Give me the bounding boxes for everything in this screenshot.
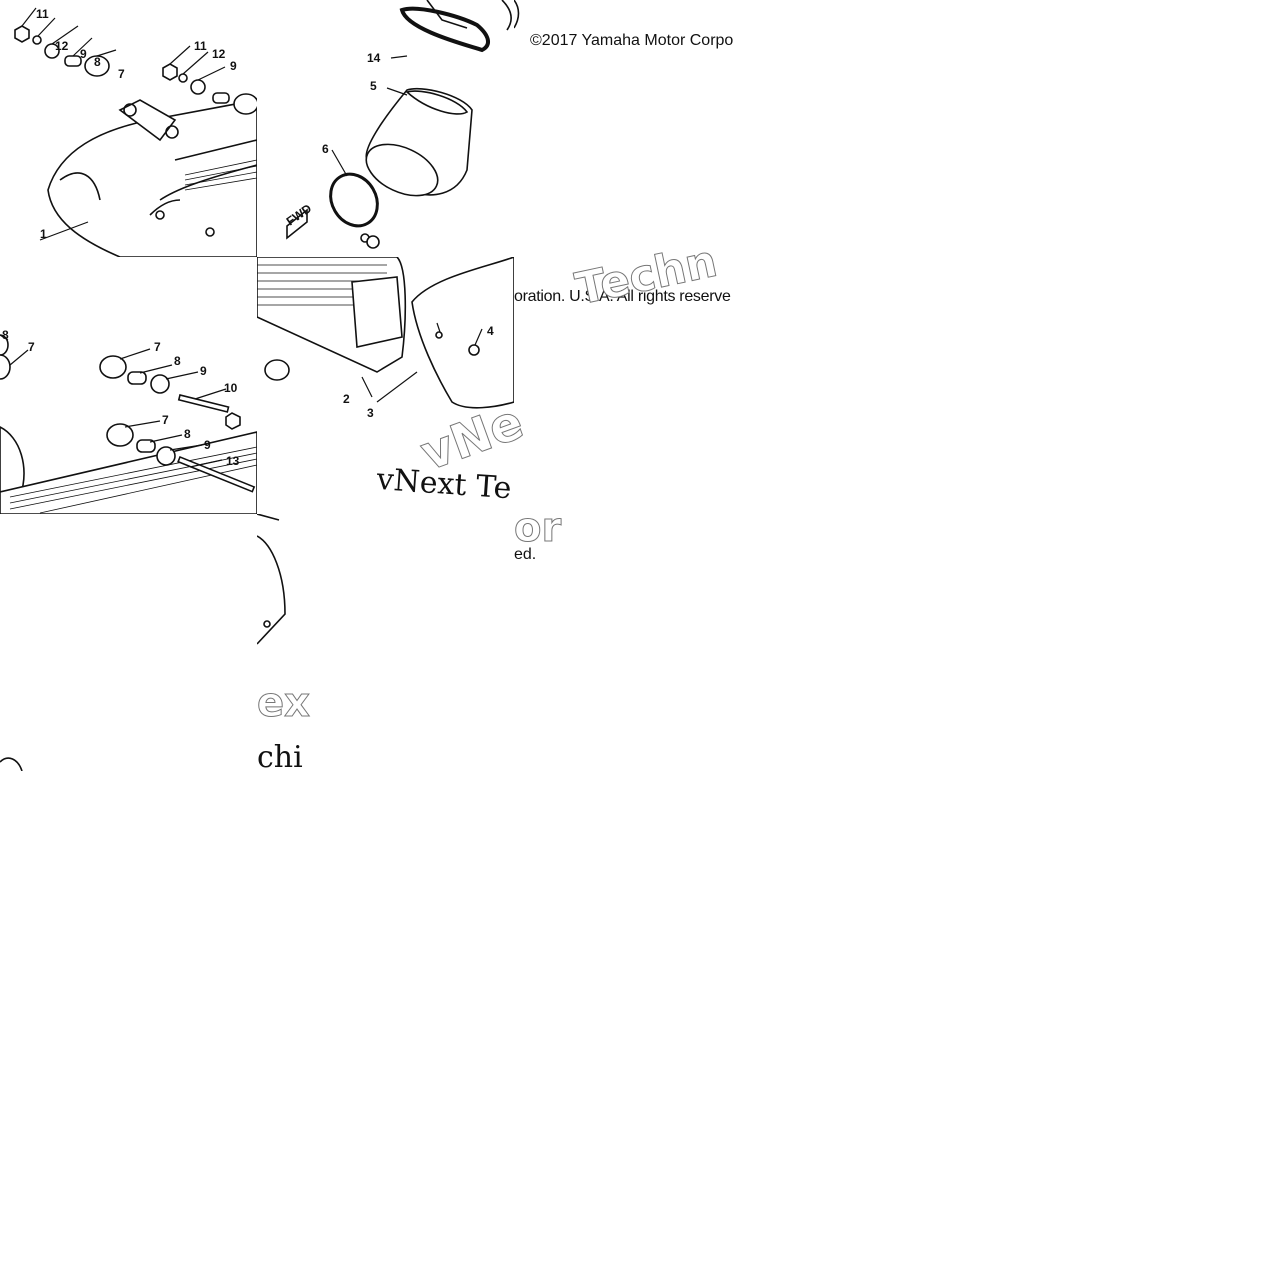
callout-12b: 12 [212,47,226,61]
copyright-line-2: oration. U.S.A. All rights reserve [514,288,731,305]
bolt-stack-drawing: 7 8 9 10 7 8 9 13 [99,340,256,493]
callout-8: 8 [94,55,101,69]
copyright-line-1: ©2017 Yamaha Motor Corpo [530,32,734,49]
callout-9-lower: 9 [204,438,211,452]
callout-6: 6 [322,142,329,156]
copyright-line-3: ed. [514,546,537,563]
diagram-tile-lower-left [0,514,257,771]
lower-mid-drawing [257,514,286,645]
callout-3: 3 [367,406,374,420]
callout-9b: 9 [230,59,237,73]
callout-7-upper: 7 [154,340,161,354]
callout-14: 14 [367,51,381,65]
callout-8-left: 8 [2,328,9,342]
callout-11b: 11 [194,39,207,53]
watermark-fragment-d: ex [257,680,311,727]
clip-drawing [514,0,520,29]
diagram-tile-lower-mid [257,514,514,771]
watermark-fragment-c: or [513,505,562,552]
diagram-tile-intake: 14 5 6 FWD [257,0,514,257]
bracket-drawing: 11 12 9 8 7 11 12 9 1 [14,7,257,257]
lower-left-drawing [0,757,23,771]
callout-8-lower: 8 [184,427,191,441]
callout-8-upper: 8 [174,354,181,368]
watermark-fragment-e: chi [257,740,303,775]
callout-7-lower: 7 [162,413,169,427]
callout-9: 9 [80,47,87,61]
callout-7-left: 7 [28,340,35,354]
callout-5: 5 [370,79,377,93]
intake-drawing: 14 5 6 FWD [284,0,512,249]
callout-13: 13 [226,454,240,468]
callout-2: 2 [343,392,350,406]
air-cleaner-drawing: 2 3 4 [257,257,514,420]
callout-1: 1 [40,227,47,241]
callout-10: 10 [224,381,238,395]
callout-4: 4 [487,324,494,338]
diagram-tile-blank-1 [514,0,771,257]
diagram-tile-air-cleaner: 2 3 4 [257,257,514,514]
callout-11: 11 [36,7,49,21]
callout-9-upper: 9 [200,364,207,378]
callout-12: 12 [55,39,69,53]
callout-7: 7 [118,67,125,81]
diagram-tile-bracket: 11 12 9 8 7 11 12 9 1 [0,0,257,257]
